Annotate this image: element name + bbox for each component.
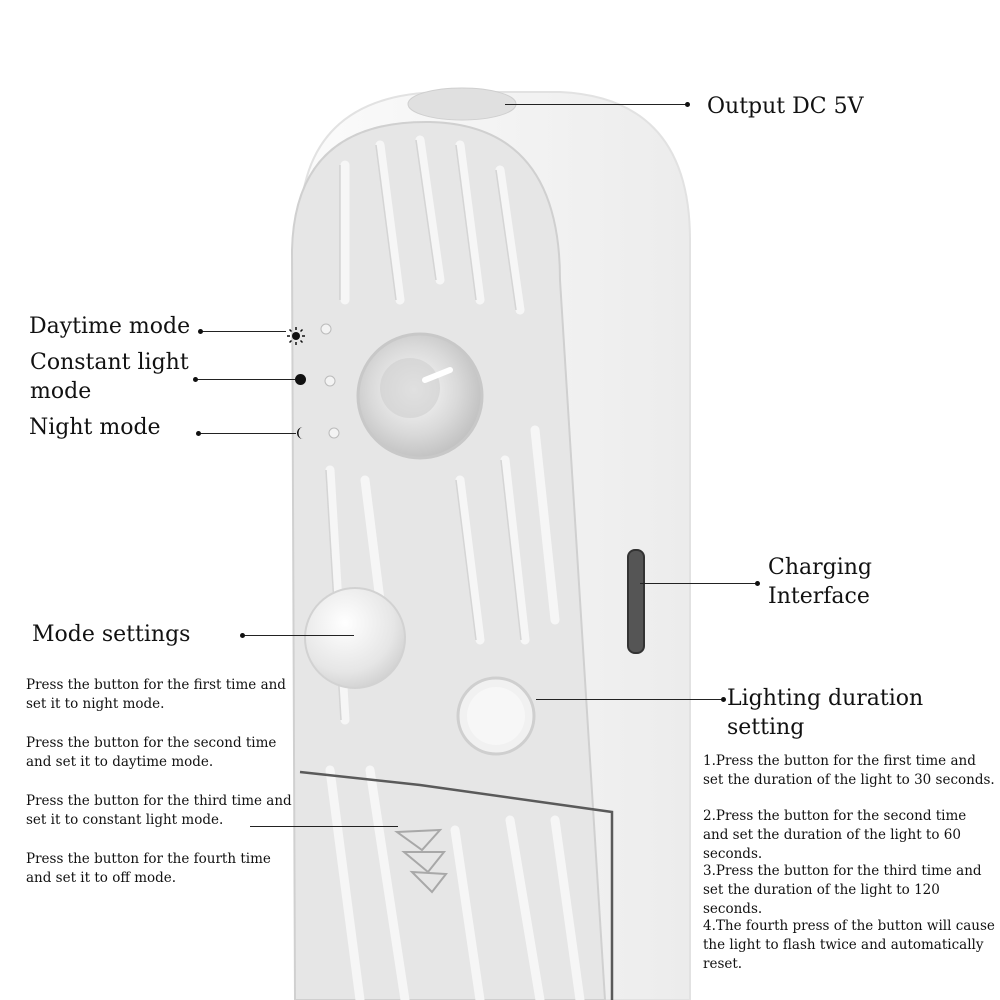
daytime-mode-label: Daytime mode: [29, 314, 191, 339]
leader-charging: [640, 583, 758, 584]
lighting-duration-label-line1: Lighting duration: [727, 686, 924, 711]
leader-dot-lighting: [721, 697, 726, 702]
crescent-moon-icon: [297, 427, 303, 439]
output-label: Output DC 5V: [707, 94, 864, 119]
leader-dot-night: [196, 431, 201, 436]
leader-constant: [197, 379, 295, 380]
mode-button: [304, 587, 406, 689]
mode-settings-label: Mode settings: [32, 622, 191, 647]
leader-daytime: [202, 331, 286, 332]
leader-lighting: [536, 699, 724, 700]
leader-mode-settings: [244, 635, 354, 636]
leader-dot-output: [685, 102, 690, 107]
mode-step-3: Press the button for the third time and …: [26, 793, 292, 828]
lighting-step-3: 3.Press the button for the third time an…: [703, 863, 982, 917]
lighting-step-2: 2.Press the button for the second time a…: [703, 808, 967, 862]
lighting-duration-label-line2: setting: [727, 715, 805, 740]
mode-step-1: Press the button for the first time and …: [26, 677, 286, 712]
lighting-step-4: 4.The fourth press of the button will ca…: [703, 918, 995, 972]
charging-port: [627, 549, 645, 654]
lighting-step-1: 1.Press the button for the first time an…: [703, 753, 995, 788]
slide-arrows: [394, 828, 448, 894]
filled-dot-icon: [295, 374, 306, 385]
indicator-led-2: [324, 375, 336, 387]
output-port: [407, 87, 517, 121]
leader-slide-cover: [250, 826, 398, 827]
leader-dot-constant: [193, 377, 198, 382]
leader-dot-charging: [755, 581, 760, 586]
charging-interface-label-line2: Interface: [768, 584, 870, 609]
constant-light-label-line2: mode: [30, 379, 92, 404]
leader-night: [200, 433, 296, 434]
constant-light-label-line1: Constant light: [30, 350, 189, 375]
mode-step-2: Press the button for the second time and…: [26, 735, 277, 770]
sun-icon: [287, 327, 305, 345]
indicator-led-1: [320, 323, 332, 335]
mode-step-4: Press the button for the fourth time and…: [26, 851, 271, 886]
leader-dot-daytime: [198, 329, 203, 334]
night-mode-label: Night mode: [29, 415, 161, 440]
leader-dot-mode-settings: [240, 633, 245, 638]
charging-interface-label-line1: Charging: [768, 555, 873, 580]
indicator-led-3: [328, 427, 340, 439]
leader-output: [505, 104, 687, 105]
